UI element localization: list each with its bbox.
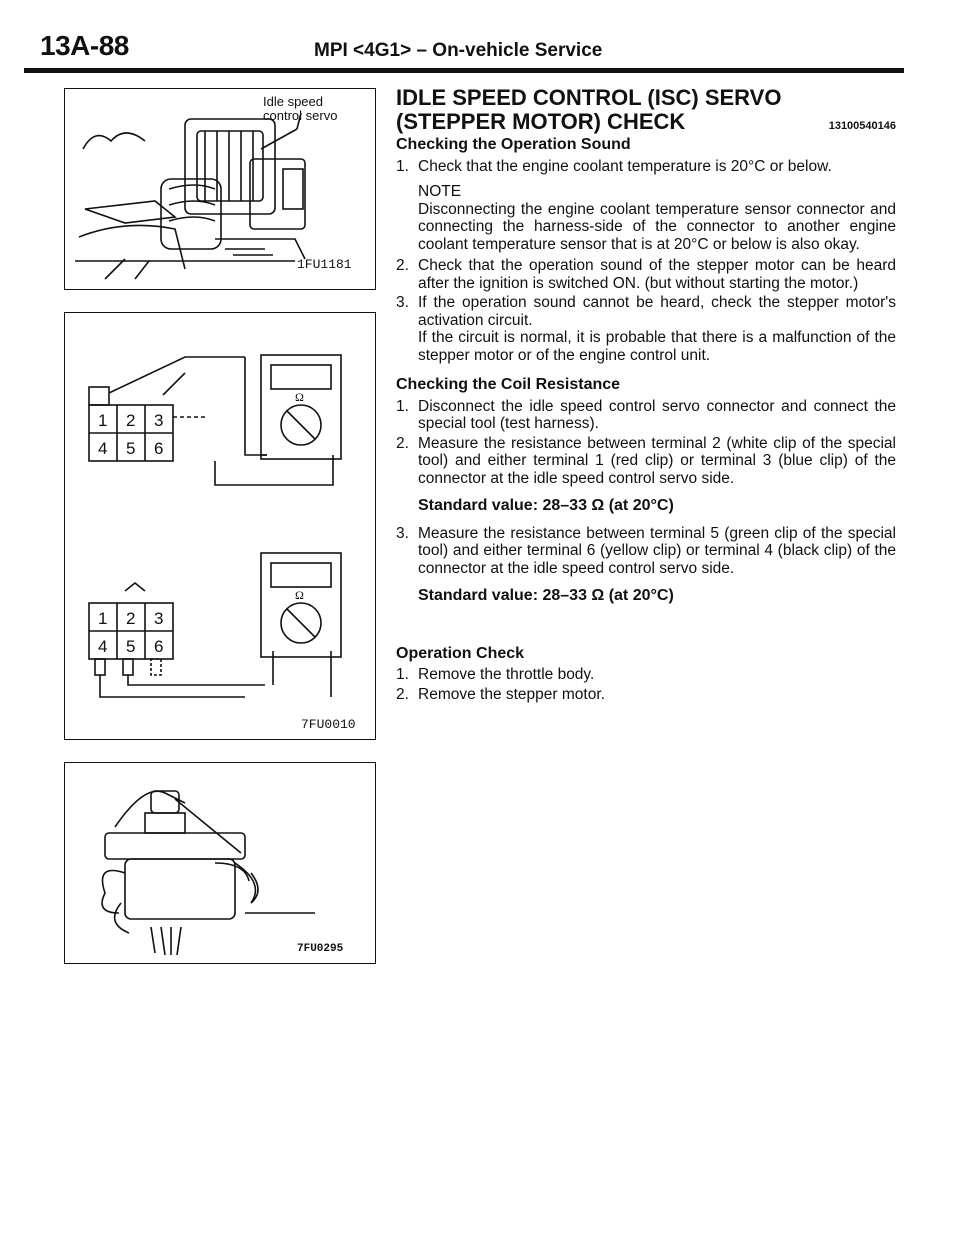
coil-resistance-diagram: 1 2 3 4 5 6 1 2 3 4 5 6 Ω Ω [88,354,342,698]
figure-coil-resistance: 1 2 3 4 5 6 1 2 3 4 5 6 Ω Ω 7FU0010 [64,312,376,740]
list-item: 3. If the operation sound cannot be hear… [396,294,896,364]
header-rule [24,68,904,73]
ohm-symbol-lower: Ω [295,588,304,602]
figure-label-isc-servo: Idle speed control servo [263,94,338,123]
figure-stepper-motor: 7FU0295 [64,762,376,964]
note-title: NOTE [418,183,462,200]
step3-extra: If the circuit is normal, it is probable… [418,329,896,364]
section-title: MPI <4G1> – On-vehicle Service [314,40,603,61]
isc-servo-illustration [75,112,306,280]
list-item: 2. Remove the stepper motor. [396,685,605,703]
terminal-1-top: 1 [98,411,107,430]
section-heading-coil-resistance: Checking the Coil Resistance [396,376,621,393]
terminal-1-bottom: 1 [98,609,107,628]
stepper-motor-illustration [101,790,315,956]
list-item: 1. Remove the throttle body. [396,666,595,683]
figure-isc-servo: Idle speed control servo 1FU1181 [64,88,376,290]
figure-code: 7FU0010 [301,717,356,732]
terminal-2-bottom: 2 [126,609,135,628]
terminal-4-top: 4 [98,439,107,458]
standard-value: Standard value: 28–33 Ω (at 20°C) [418,587,674,604]
terminal-5-bottom: 5 [126,637,135,656]
ohm-symbol-upper: Ω [295,390,304,404]
procedure-title-line2: (STEPPER MOTOR) CHECK [396,109,686,134]
section-heading-operation-check: Operation Check [396,644,525,662]
terminal-5-top: 5 [126,439,135,458]
procedure-title-line1: IDLE SPEED CONTROL (ISC) SERVO [396,85,782,110]
page-number: 13A-88 [40,30,129,61]
terminal-6-top: 6 [154,439,163,458]
list-item: 1. Disconnect the idle speed control ser… [396,397,896,433]
figure-code: 1FU1181 [297,257,352,272]
procedure-content: IDLE SPEED CONTROL (ISC) SERVO (STEPPER … [396,86,896,705]
terminal-2-top: 2 [126,411,135,430]
terminal-3-top: 3 [154,411,163,430]
list-item: 2. Measure the resistance between termin… [396,434,896,487]
terminal-4-bottom: 4 [98,637,107,656]
list-item: 3. Measure the resistance between termin… [396,524,896,577]
page-header: 13A-88 MPI <4G1> – On-vehicle Service [24,22,904,68]
document-code: 13100540146 [828,120,896,132]
note-block: NOTE Disconnecting the engine coolant te… [418,183,896,253]
terminal-3-bottom: 3 [154,609,163,628]
standard-value: Standard value: 28–33 Ω (at 20°C) [418,497,674,514]
list-item: 2. Check that the operation sound of the… [396,257,896,292]
figure-code: 7FU0295 [297,943,344,955]
note-text: Disconnecting the engine coolant tempera… [418,200,896,253]
terminal-6-bottom: 6 [154,637,163,656]
list-item: 1. Check that the engine coolant tempera… [396,157,832,175]
section-heading-operation-sound: Checking the Operation Sound [396,136,631,153]
